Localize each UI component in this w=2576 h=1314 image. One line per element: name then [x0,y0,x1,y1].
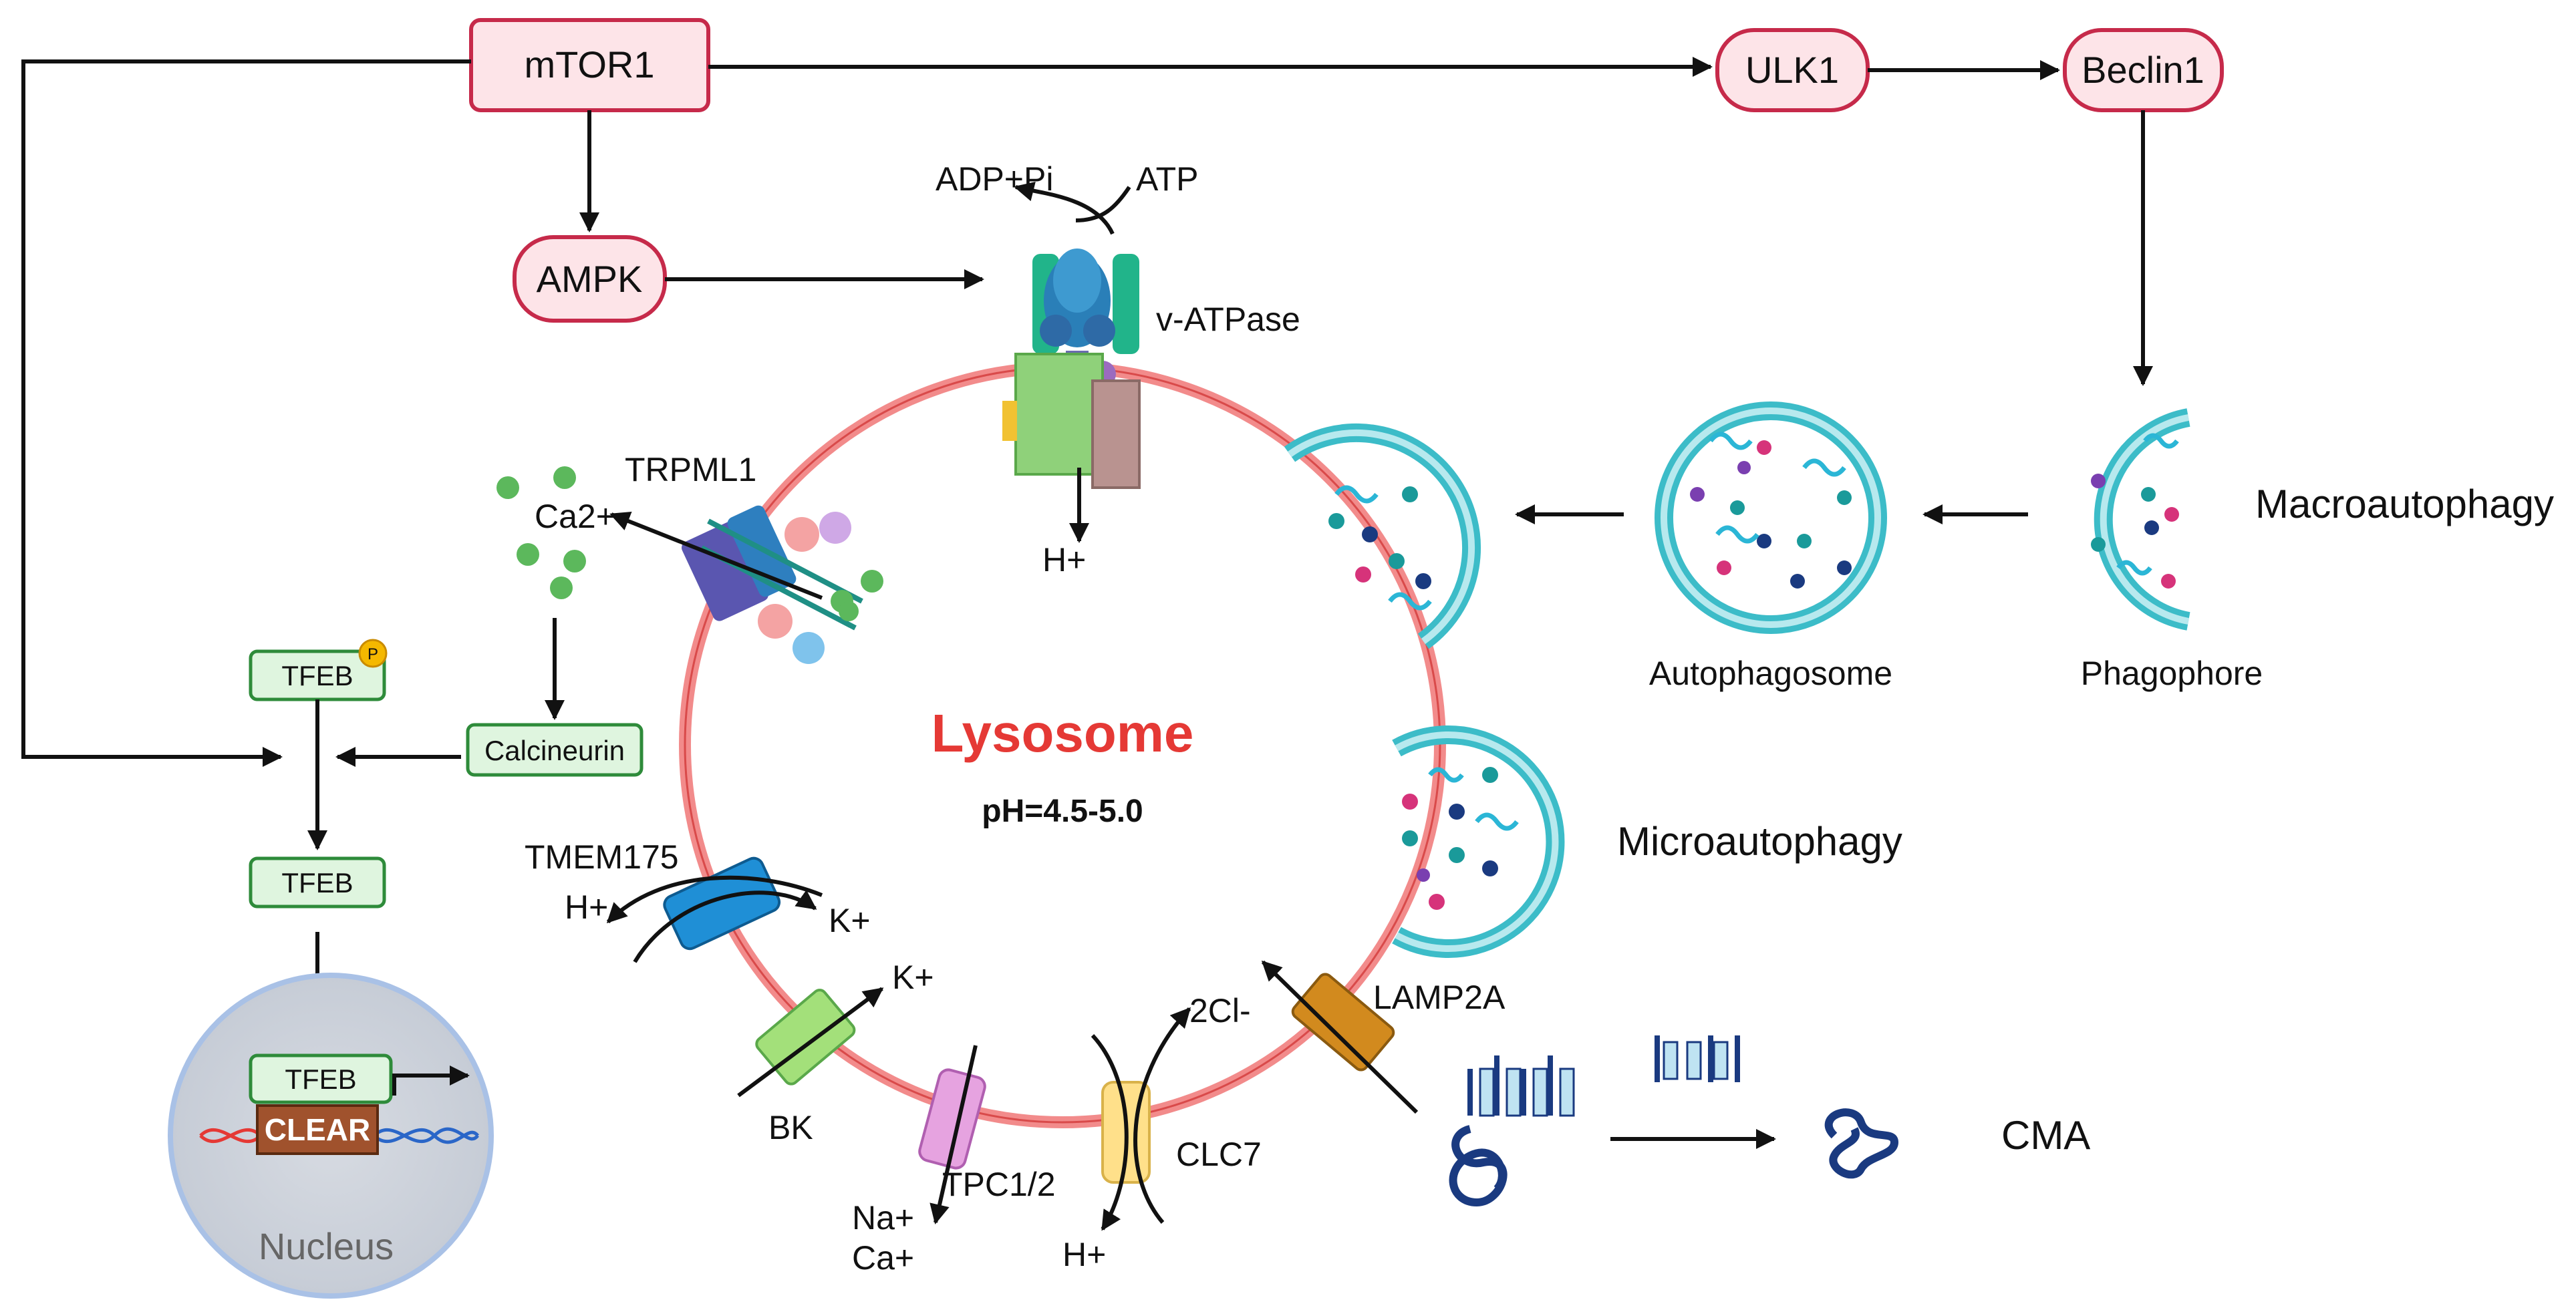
cma-chaperone [1655,1035,1740,1082]
tfeb-label-top: TFEB [281,660,353,691]
calcium-ions [496,466,883,621]
tpc-ca-label: Ca+ [852,1239,914,1277]
ampk-node: AMPK [513,235,667,323]
clc7-label: CLC7 [1176,1136,1262,1173]
phagophore: Phagophore [2081,408,2263,692]
bk-k-label: K+ [892,959,934,996]
ampk-label: AMPK [537,258,643,300]
clc7-cl-label: 2Cl- [1189,992,1251,1029]
macroautophagy-label: Macroautophagy [2255,482,2554,526]
autophagosome-label: Autophagosome [1649,655,1892,692]
nucleus-tfeb-label: TFEB [285,1063,356,1095]
lamp2a-channel: LAMP2A [1261,960,1506,1114]
vatpase-adp-label: ADP+Pi [936,160,1053,198]
tfeb-label-mid: TFEB [281,867,353,898]
tmem175-k-label: K+ [829,902,871,939]
phagophore-label: Phagophore [2081,655,2263,692]
beclin1-label: Beclin1 [2082,49,2204,91]
trpml1-label: TRPML1 [625,451,756,488]
microautophagy-vesicle [1392,725,1565,958]
microautophagy-label: Microautophagy [1617,819,1902,864]
ulk1-node: ULK1 [1715,28,1870,112]
phospho-badge: P [368,645,378,663]
trpml1-ion-label: Ca2+ [535,498,615,535]
vatpase-proton-label: H+ [1042,541,1086,579]
lamp2a-label: LAMP2A [1373,979,1506,1016]
vatpase-atp-label: ATP [1136,160,1199,198]
fusing-autophagosome [1284,423,1481,649]
clc7-channel: 2Cl- CLC7 H+ [1062,992,1262,1273]
tmem175-label: TMEM175 [525,838,679,876]
tpc-label: TPC1/2 [942,1166,1056,1203]
tpc-channel: TPC1/2 Na+ Ca+ [852,1045,1056,1277]
clc7-h-label: H+ [1062,1236,1106,1273]
cma-unfolded-protein [1824,1108,1899,1179]
calcineurin-node: Calcineurin [466,723,643,777]
lysosome-title: Lysosome [932,703,1194,763]
lysosome-ph: pH=4.5-5.0 [982,794,1143,829]
ulk1-label: ULK1 [1745,49,1839,91]
bk-label: BK [768,1109,813,1146]
beclin1-node: Beclin1 [2063,28,2224,112]
vatpase-label: v-ATPase [1156,301,1300,338]
vatpase-complex: ADP+Pi ATP v-ATPase H+ [936,160,1300,579]
cma-substrate [1449,1055,1575,1207]
autophagosome: Autophagosome [1649,401,1892,692]
calcineurin-label: Calcineurin [484,735,625,766]
tmem175-channel: TMEM175 H+ K+ [525,838,871,963]
bk-channel: K+ BK [737,959,934,1146]
nucleus: TFEB CLEAR Nucleus [168,973,494,1299]
cma-label: CMA [2001,1113,2090,1158]
trpml1-channel: TRPML1 Ca2+ [496,451,883,664]
mtor1-label: mTOR1 [525,43,655,86]
tmem175-h-label: H+ [565,888,608,926]
mtor1-node: mTOR1 [469,18,710,112]
clear-element-label: CLEAR [265,1112,370,1147]
tpc-na-label: Na+ [852,1199,914,1237]
signal-arrows [21,57,2153,767]
nucleus-label: Nucleus [259,1225,394,1267]
tfeb-active-node: TFEB [249,856,386,909]
tfeb-phosphorylated-node: TFEB P [249,639,388,701]
